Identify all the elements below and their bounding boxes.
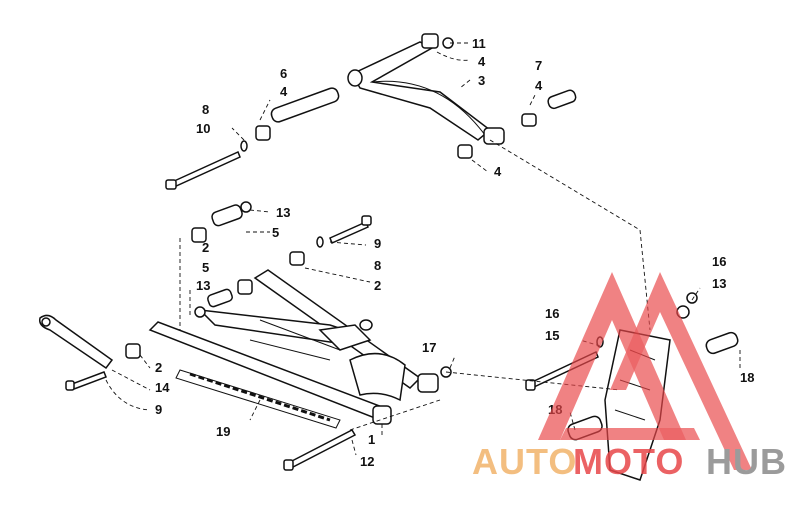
lower-bolt-12-head (283, 459, 294, 471)
callout-8-a: 8 (202, 102, 209, 117)
spindle-bushing-18a (705, 331, 739, 355)
callout-13-a: 13 (276, 205, 290, 220)
callout-17: 17 (422, 340, 436, 355)
callout-15: 15 (545, 328, 559, 343)
lower-washer-13a (240, 201, 252, 213)
lower-a-arm-group (38, 201, 452, 471)
tie-link-eye (41, 317, 51, 327)
lower-bushing-5b (237, 279, 253, 295)
lower-bushing-2c (125, 343, 141, 359)
callout-9-b: 9 (155, 402, 162, 417)
callout-5-b: 5 (202, 260, 209, 275)
upper-a-arm (350, 41, 492, 141)
tie-link-14 (38, 314, 114, 370)
callout-4-b: 4 (535, 78, 543, 93)
callout-4-c: 4 (280, 84, 288, 99)
lower-sleeve-5a (211, 204, 243, 227)
watermark-triangle-icon-2 (610, 272, 752, 470)
lower-washer-8 (316, 236, 324, 248)
callout-7: 7 (535, 58, 542, 73)
watermark-auto: AUTO (472, 441, 577, 482)
callout-11: 11 (472, 36, 486, 51)
upper-bushing-4b (521, 113, 537, 127)
watermark-hub: HUB (706, 441, 787, 482)
upper-arm-ball-joint-housing (483, 127, 505, 145)
lower-bolt-9b (71, 371, 107, 390)
upper-bolt-head (165, 179, 177, 190)
callout-12: 12 (360, 454, 374, 469)
watermark-moto: MOTO (573, 441, 684, 482)
lower-bushing-2b (289, 251, 305, 266)
lower-bushing-2a (191, 227, 207, 243)
callout-16-b: 16 (545, 306, 559, 321)
callout-13-c: 13 (712, 276, 726, 291)
upper-washer-8 (240, 140, 248, 152)
lower-bolt-9b-head (65, 380, 75, 391)
upper-arm-pivot-front (347, 69, 363, 87)
upper-bolt-10 (171, 150, 241, 189)
upper-sleeve-6 (270, 87, 340, 123)
callout-8-b: 8 (374, 258, 381, 273)
callout-4-d: 4 (494, 164, 502, 179)
callout-3: 3 (478, 73, 485, 88)
callout-2-b: 2 (374, 278, 381, 293)
upper-arm-bushing-top (421, 33, 439, 49)
upper-sleeve-7 (547, 89, 577, 110)
lower-bolt-9a-head (361, 215, 372, 226)
shock-mount (318, 324, 372, 351)
callout-16-a: 16 (712, 254, 726, 269)
callout-18-a: 18 (740, 370, 754, 385)
upper-a-arm-group (165, 33, 577, 190)
callout-2-a: 2 (202, 240, 209, 255)
watermark-triangle-icon (538, 272, 686, 440)
callout-13-b: 13 (196, 278, 210, 293)
lower-washer-13b (194, 306, 206, 318)
spindle-bolt-15-head (525, 379, 536, 391)
callout-4-a: 4 (478, 54, 486, 69)
callout-10: 10 (196, 121, 210, 136)
upper-bushing-4d (457, 144, 473, 159)
callout-14: 14 (155, 380, 170, 395)
callout-1: 1 (368, 432, 375, 447)
callout-9-a: 9 (374, 236, 381, 251)
callout-2-c: 2 (155, 360, 162, 375)
watermark-logo: AUTO MOTO HUB (472, 272, 787, 482)
callout-19: 19 (216, 424, 230, 439)
lower-bushing-rear (417, 373, 439, 393)
lower-sleeve-5b (207, 288, 233, 308)
upper-bushing-4c (255, 125, 271, 141)
lower-bushing-1 (372, 405, 392, 425)
callout-5-a: 5 (272, 225, 279, 240)
leader-lines (105, 42, 741, 456)
spindle-washer-16 (686, 292, 698, 304)
lower-bolt-12 (288, 429, 357, 468)
shock-mount-bolt (359, 319, 373, 331)
lower-bolt-9a (329, 220, 369, 245)
decal-19 (175, 369, 341, 429)
lower-a-arm-gusset (349, 352, 406, 402)
callout-6: 6 (280, 66, 287, 81)
